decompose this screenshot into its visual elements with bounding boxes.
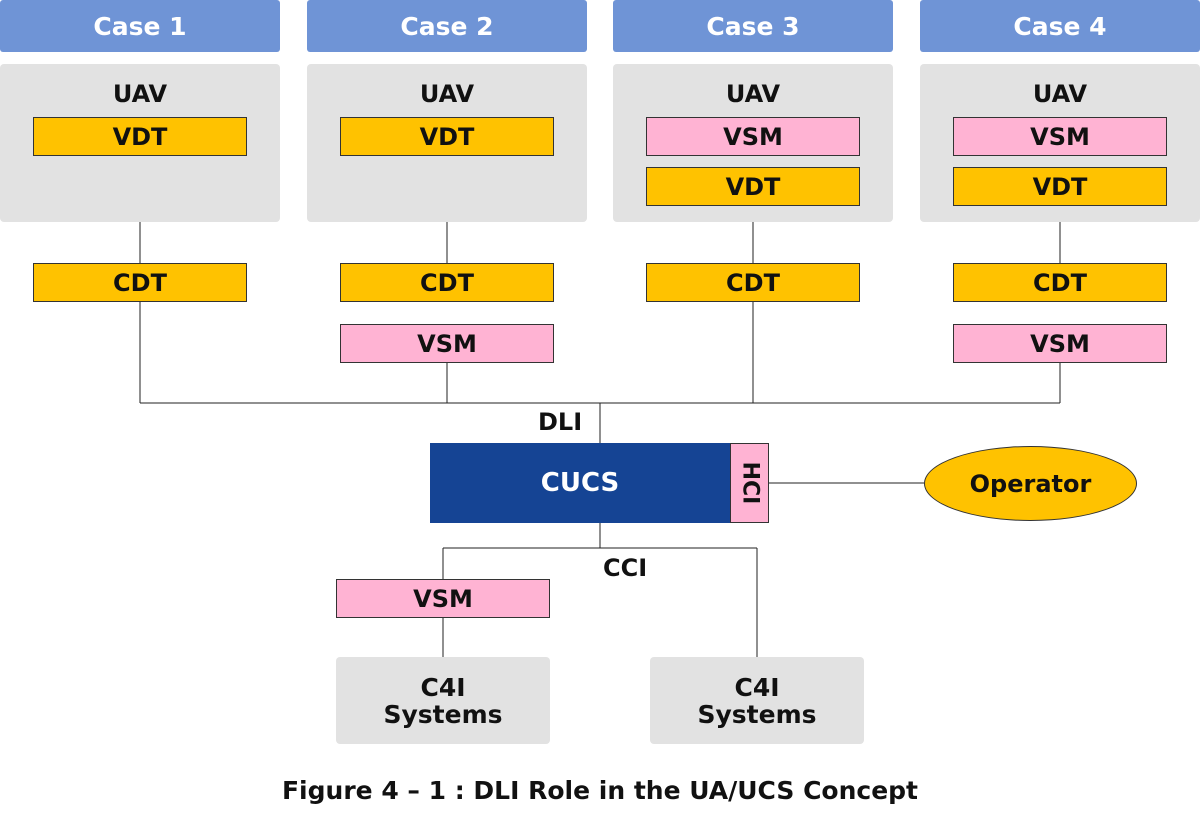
case-2-cdt-box: CDT xyxy=(340,263,554,302)
hci-label: HCI xyxy=(737,461,762,505)
cucs-box: CUCS xyxy=(430,443,730,523)
case-2-vdt-box: VDT xyxy=(340,117,554,156)
c4i-right-line2: Systems xyxy=(697,699,817,729)
case-4-uav-label: UAV xyxy=(1032,80,1088,108)
c4i-systems-right: C4I Systems xyxy=(650,657,864,744)
case-4-vdt-box: VDT xyxy=(953,167,1167,206)
operator-ellipse: Operator xyxy=(924,446,1137,521)
c4i-left-line1: C4I xyxy=(420,672,466,702)
case-1-uav-label: UAV xyxy=(112,80,168,108)
case-3-header: Case 3 xyxy=(613,0,893,52)
case-1-header: Case 1 xyxy=(0,0,280,52)
c4i-right-line1: C4I xyxy=(734,672,780,702)
hci-box: HCI xyxy=(730,443,769,523)
case-4-vsm-box: VSM xyxy=(953,117,1167,156)
case-3-vdt-box: VDT xyxy=(646,167,860,206)
cci-label: CCI xyxy=(603,554,648,582)
case-2-header: Case 2 xyxy=(307,0,587,52)
case-3-cdt-box: CDT xyxy=(646,263,860,302)
case-3-uav-label: UAV xyxy=(725,80,781,108)
c4i-systems-left: C4I Systems xyxy=(336,657,550,744)
c4i-left-line2: Systems xyxy=(383,699,503,729)
case-4-vsm-box: VSM xyxy=(953,324,1167,363)
case-4-cdt-box: CDT xyxy=(953,263,1167,302)
case-1-vdt-box: VDT xyxy=(33,117,247,156)
dli-label: DLI xyxy=(538,408,583,436)
case-3-vsm-box: VSM xyxy=(646,117,860,156)
figure-caption: Figure 4 – 1 : DLI Role in the UA/UCS Co… xyxy=(281,776,919,805)
case-1-cdt-box: CDT xyxy=(33,263,247,302)
cci-vsm-box: VSM xyxy=(336,579,550,618)
case-2-uav-label: UAV xyxy=(419,80,475,108)
case-2-vsm-box: VSM xyxy=(340,324,554,363)
case-4-header: Case 4 xyxy=(920,0,1200,52)
